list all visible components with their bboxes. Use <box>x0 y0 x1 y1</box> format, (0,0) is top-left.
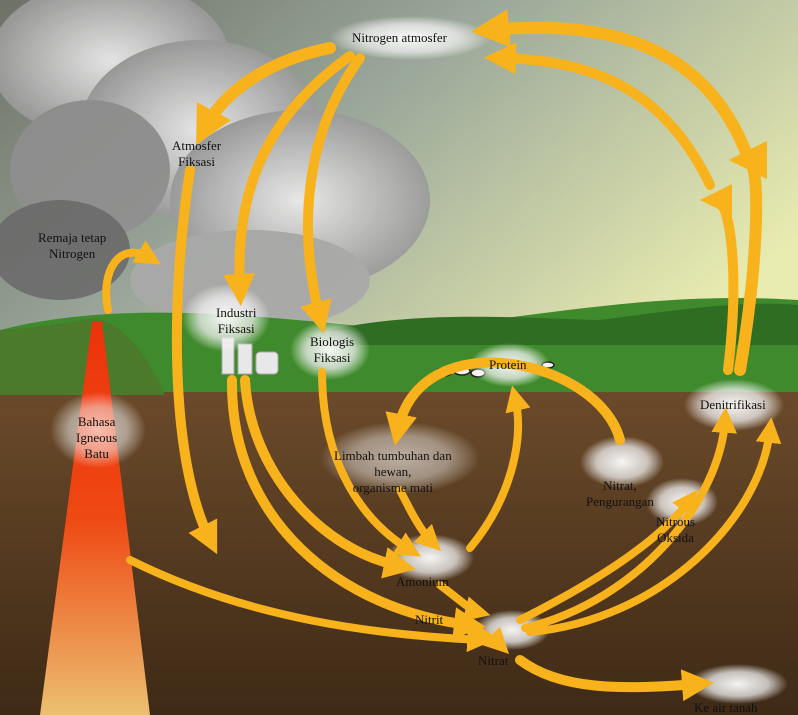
label-bahasa-igneous-batu: Bahasa Igneous Batu <box>76 414 118 461</box>
label-industri-fiksasi: Industri Fiksasi <box>216 305 257 336</box>
cycle-arrows <box>102 9 782 702</box>
arrow-remaja-to-cloud <box>102 240 161 314</box>
arrow-volcano-to-nitrat <box>126 556 493 653</box>
label-nitrat: Nitrat <box>478 653 509 668</box>
label-halos <box>50 16 788 704</box>
label-nitrous-oksida: Nitrous Oksida <box>656 514 695 545</box>
factory-tanks <box>221 337 279 375</box>
arrow-protein-to-limbah <box>385 357 625 446</box>
arrow-limbah-to-amonium <box>396 486 442 552</box>
arrow-nitrat-to-air-tanah <box>515 655 714 702</box>
tree-line <box>330 303 798 345</box>
arrow-nitrat-to-nitrous <box>516 489 698 624</box>
arrow-atmosfer-to-biologis <box>300 53 365 334</box>
label-ke-air-tanah: Ke air tanah <box>694 700 758 715</box>
arrow-atmosfer-to-industri <box>223 51 355 306</box>
arrow-right-to-atmosfer <box>470 9 751 156</box>
label-nitrit: Nitrit <box>415 612 444 627</box>
arrow-biologis-to-amonium <box>318 368 421 557</box>
arrow-industri-to-amonium <box>240 375 416 579</box>
label-biologis-fiksasi: Biologis Fiksasi <box>310 334 355 365</box>
label-amonium: Amonium <box>396 574 449 589</box>
magma-channel <box>40 322 150 715</box>
arrow-amonium-to-nitrit <box>436 581 491 622</box>
label-nitrat-pengurangan: Nitrat, Pengurangan <box>586 478 654 509</box>
label-remaja-tetap-nitrogen: Remaja tetap Nitrogen <box>38 230 107 261</box>
arrow-amonium-to-protein <box>466 385 531 552</box>
label-nitrogen-atmosfer: Nitrogen atmosfer <box>352 30 447 45</box>
arrow-right-to-atmosfer-2 <box>484 42 715 190</box>
arrow-nitrat-to-denitrifikasi <box>521 407 737 632</box>
arrow-industri-to-nitrat <box>226 375 486 640</box>
label-denitrifikasi: Denitrifikasi <box>700 397 766 412</box>
arrow-atmosfer-fiksasi-to-nitrat <box>171 165 218 555</box>
label-atmosfer-fiksasi: Atmosfer Fiksasi <box>172 138 222 169</box>
label-limbah-tumbuhan: Limbah tumbuhan dan hewan, organisme mat… <box>334 448 452 495</box>
arrow-denitrifikasi-to-atmosfer <box>728 140 768 376</box>
arrow-atmosfer-to-atmosfer-fiksasi <box>196 42 336 145</box>
arrow-nitrit-to-nitrat <box>466 621 510 655</box>
volcano-mound <box>0 318 165 395</box>
arrow-nitrat-to-denitrifikasi-2 <box>526 417 782 636</box>
arrow-denitrifikasi-to-atmosfer-2 <box>700 184 739 375</box>
label-protein: Protein <box>489 357 527 372</box>
